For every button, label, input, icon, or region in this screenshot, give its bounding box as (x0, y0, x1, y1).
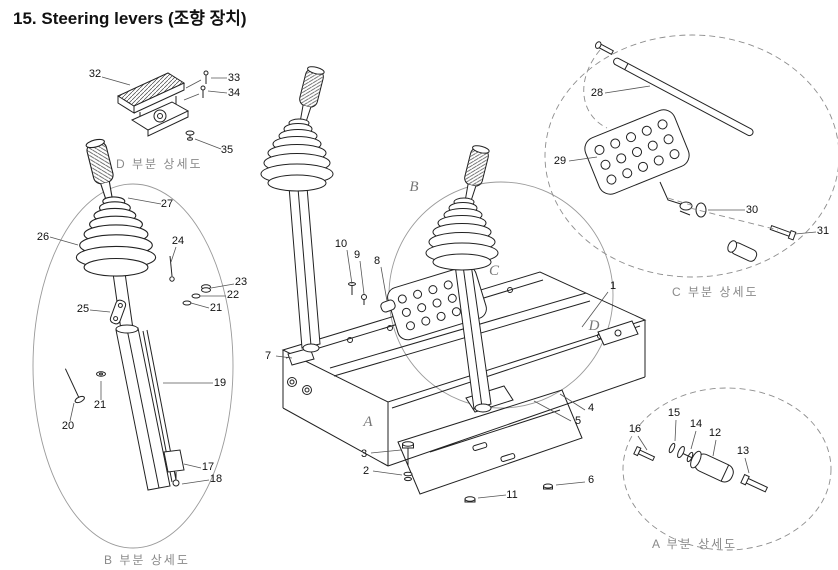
part-callout-15: 15 (668, 407, 680, 419)
detail-c-boundary (544, 34, 838, 278)
part-callout-4: 4 (588, 402, 594, 414)
mount-bracket (287, 347, 315, 366)
detail-c-view: 28 29 30 31 C 부분 상세도 (544, 34, 838, 299)
detail-a-boundary (622, 387, 832, 551)
main-assembly-view: 10 9 8 7 1 4 5 3 2 11 6 B C D A (260, 64, 647, 503)
part-callout-12: 12 (709, 427, 721, 439)
left-lever-shaft (287, 173, 321, 353)
washer-glyph (403, 471, 413, 482)
part-callout-27: 27 (161, 198, 173, 210)
part-callout-23: 23 (235, 276, 247, 288)
bolt-glyph (633, 445, 656, 462)
bolt-glyph (769, 225, 797, 241)
part-callout-30: 30 (746, 204, 758, 216)
bolt-glyph (64, 368, 85, 404)
part-callout-13: 13 (737, 445, 749, 457)
clevis-parts (163, 449, 185, 487)
part-callout-10: 10 (335, 238, 347, 250)
part-callout-3: 3 (361, 448, 367, 460)
part-callout-17: 17 (202, 461, 214, 473)
lever-tube-part (115, 324, 177, 491)
part-callout-16: 16 (629, 423, 641, 435)
small-bolt-glyph (594, 41, 614, 56)
nut-glyph (464, 483, 553, 503)
detail-b-boundary (32, 183, 234, 549)
bolt-glyph (740, 473, 769, 493)
part-callout-33: 33 (228, 72, 240, 84)
washer-glyph (96, 371, 106, 377)
region-label-b: B (409, 179, 418, 195)
part-callout-34: 34 (228, 87, 240, 99)
region-label-d: D (588, 318, 600, 334)
part-callout-5: 5 (575, 415, 581, 427)
region-label-c: C (489, 263, 500, 279)
part-callout-22: 22 (227, 289, 239, 301)
part-callout-14: 14 (690, 418, 702, 430)
o-ring-part (695, 202, 707, 218)
damper-part (682, 450, 734, 483)
part-callout-1: 1 (610, 280, 616, 292)
washer-stack (668, 442, 694, 463)
detail-d-caption: D 부분 상세도 (116, 157, 203, 171)
part-callout-18: 18 (210, 473, 222, 485)
part-callout-21b: 21 (94, 399, 106, 411)
detail-b-caption: B 부분 상세도 (104, 553, 190, 567)
part-callout-26: 26 (37, 231, 49, 243)
region-label-a: A (362, 414, 373, 430)
part-callout-11: 11 (506, 489, 517, 501)
grip-pedal-part (116, 72, 190, 137)
part-callout-21: 21 (210, 302, 222, 314)
sleeve-part (727, 240, 758, 262)
hardware-cluster (109, 255, 211, 325)
detail-a-caption: A 부분 상세도 (652, 537, 737, 551)
part-callout-25: 25 (77, 303, 89, 315)
rod-part (613, 57, 754, 137)
side-bracket (597, 320, 639, 346)
part-callout-29: 29 (554, 155, 566, 167)
bolt-glyph (402, 441, 414, 466)
screw-glyph (183, 70, 209, 101)
detail-c-caption: C 부분 상세도 (672, 285, 759, 299)
pedal-plate-part (584, 109, 690, 195)
part-callout-20: 20 (62, 420, 74, 432)
part-callout-28: 28 (591, 87, 603, 99)
part-callout-32: 32 (89, 68, 101, 80)
part-callout-6: 6 (588, 474, 594, 486)
part-callout-24: 24 (172, 235, 184, 247)
part-callout-9: 9 (354, 249, 360, 261)
part-callout-7: 7 (265, 350, 271, 362)
part-callout-19: 19 (214, 377, 226, 389)
page-title: 15. Steering levers (조향 장치) (13, 8, 247, 28)
joystick-lever-left (260, 64, 334, 192)
detail-a-view: 16 15 14 12 13 A 부분 상세도 (622, 387, 832, 551)
detail-d-view: 32 33 34 35 D 부분 상세도 (89, 68, 240, 171)
part-callout-31: 31 (817, 225, 829, 237)
part-callout-8: 8 (374, 255, 380, 267)
washer-glyph (185, 130, 195, 141)
joystick-lever-right (425, 143, 499, 271)
right-lever-shaft (453, 256, 492, 413)
part-callout-2: 2 (363, 465, 369, 477)
part-callout-35: 35 (221, 144, 233, 156)
detail-b-view: 27 26 24 23 22 21 25 19 20 21 17 18 B 부분… (32, 137, 247, 567)
pedal-bracket-arm (659, 181, 693, 216)
